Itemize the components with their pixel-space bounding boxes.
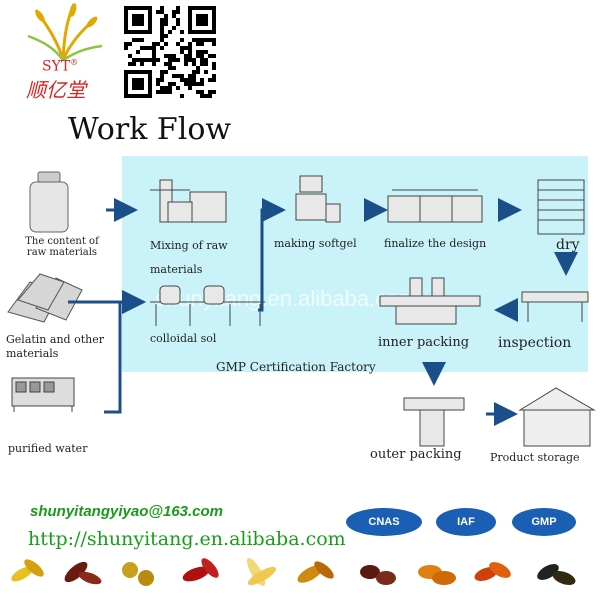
watermark: shunyitang.en.alibaba.com [155,286,417,311]
raw-materials-jar-icon [29,171,69,233]
capsule-cluster-yellow [11,559,44,582]
qr-code[interactable] [124,6,216,98]
drying-rack-icon [537,179,585,235]
softgel-machine-icon [295,175,341,223]
step-outer-packing: outer packing [370,447,462,462]
contact-email[interactable]: shunyitangyiyao@163.com [30,503,224,520]
brand-name-en: SYT® [42,58,79,75]
contact-url[interactable]: http://shunyitang.en.alibaba.com [28,528,346,550]
wheat-logo-icon [27,3,103,62]
step-gelatin: Gelatin and other materials [6,333,104,360]
water-purifier-icon [11,377,75,412]
capsule-cluster-brown [64,561,102,585]
workflow-diagram [7,171,596,447]
step-storage: Product storage [490,451,580,464]
qr-code-icon [124,6,216,98]
step-dry: dry [556,237,580,253]
softgel-capsules-row [11,557,576,587]
inner-packing-machine-icon [379,277,481,325]
flow-arrows [68,198,578,426]
gmp-badge: GMP [512,508,576,536]
capsule-cluster-gold [122,562,154,586]
capsule-cluster-orange [418,565,456,585]
outer-packing-machine-icon [403,397,465,447]
colloidal-tanks-icon [150,285,265,326]
step-colloidal: colloidal sol [150,332,217,345]
capsule-cluster-red [182,558,219,582]
brand-logo: SYT® 顺亿堂 [18,2,108,102]
iaf-badge: IAF [436,508,496,536]
capsule-cluster-clear [246,557,277,587]
step-inner-packing: inner packing [378,335,470,350]
gelatin-sacks-icon [7,273,83,323]
design-line-icon [387,189,483,223]
step-water: purified water [8,442,88,455]
step-mixing: Mixing of raw materials [150,239,228,276]
step-making: making softgel [274,237,357,250]
capsule-cluster-black [537,564,576,585]
capsule-cluster-red-orange [474,562,511,581]
step-gmp: GMP Certification Factory [216,360,376,374]
cnas-badge: CNAS [346,508,422,536]
capsule-cluster-amber [297,561,334,583]
inspection-table-icon [521,291,589,322]
warehouse-icon [518,387,596,447]
step-raw-content: The content of raw materials [25,236,99,258]
capsule-cluster-dark-red [360,565,396,585]
page-title: Work Flow [68,112,232,147]
step-finalize: finalize the design [384,237,487,250]
mixing-machine-icon [150,179,227,223]
brand-name-cn: 顺亿堂 [26,78,86,102]
step-inspection: inspection [498,335,572,351]
